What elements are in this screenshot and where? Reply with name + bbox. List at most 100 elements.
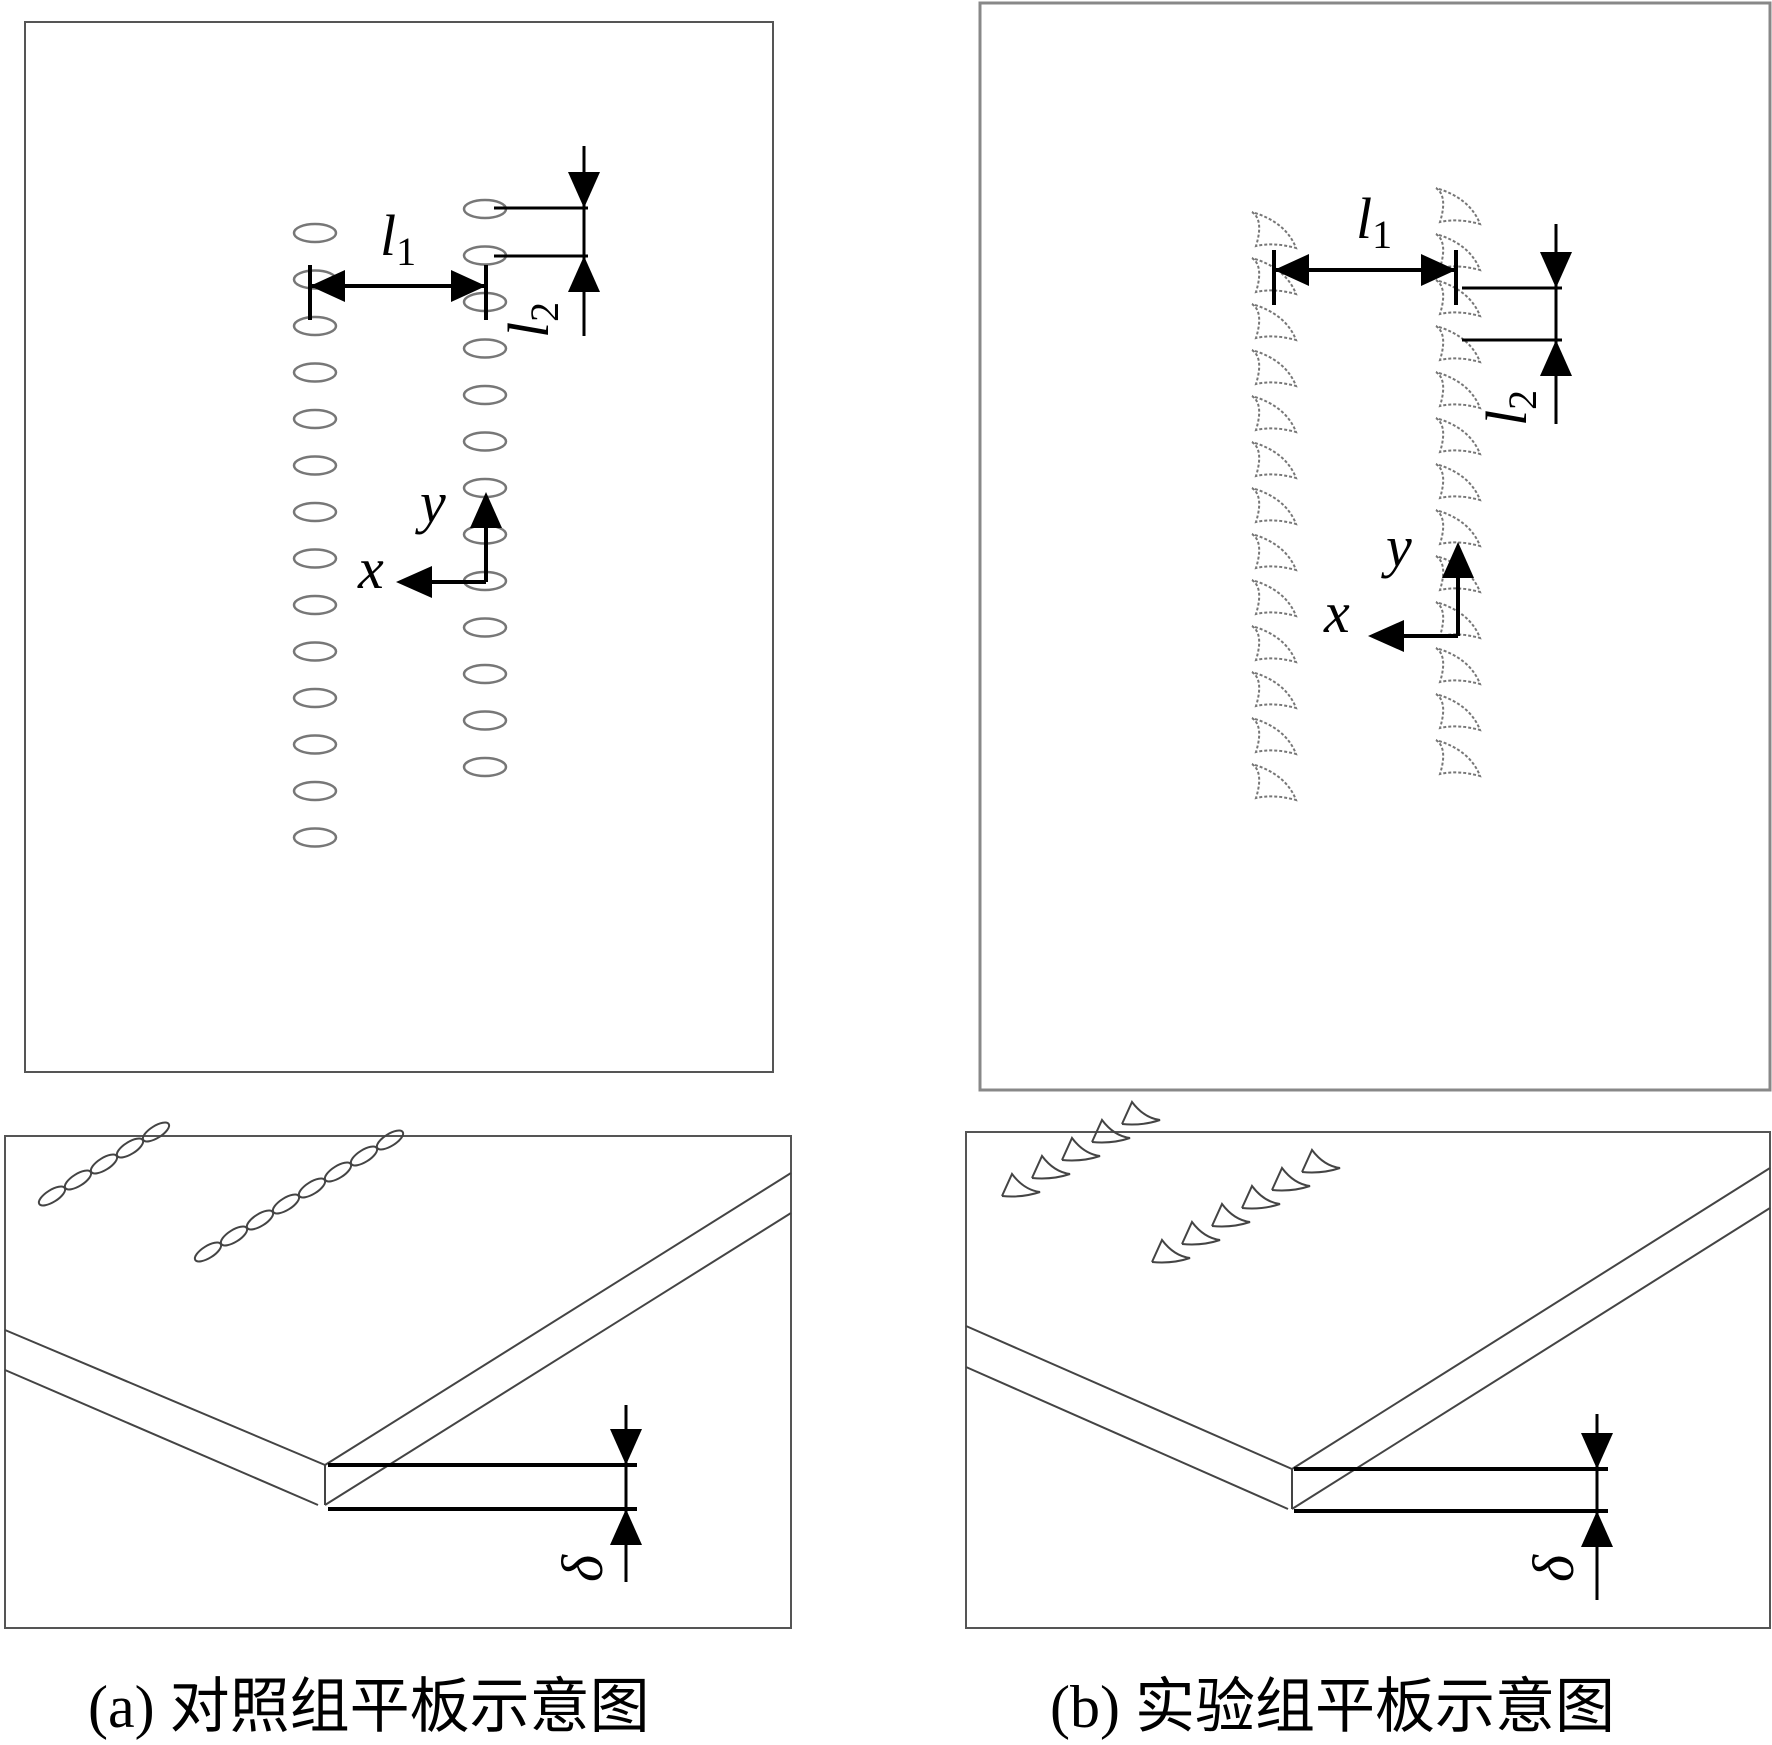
iso-vortex-generator-element [1241,1184,1281,1210]
panel-a-top-view: l1 l2 y x [24,21,774,1073]
iso-vortex-generator-element [1271,1166,1311,1192]
panel-a-x-label: x [357,536,384,601]
iso-ellipse-element [297,1177,327,1199]
iso-ellipse-element [375,1129,405,1151]
panel-a-l2-dimension [494,146,600,336]
ellipse-element [462,384,508,406]
panel-b-iso-frame [965,1131,1771,1629]
panel-b-isometric-view: δ [965,1100,1771,1629]
vortex-generator-element [1435,417,1482,456]
panel-b-y-label: y [1381,514,1412,579]
iso-ellipse-element [193,1241,223,1263]
iso-vortex-generator-element [1061,1136,1101,1162]
vortex-generator-element [1251,671,1298,710]
panel-b-top-view: l1 l2 y x [978,1,1772,1092]
ellipse-element [292,408,338,430]
iso-ellipse-element [89,1153,119,1175]
ellipse-element [292,222,338,244]
ellipse-element [292,315,338,337]
vortex-generator-element [1435,279,1482,318]
iso-vortex-generator-element [1301,1148,1341,1174]
panel-b-thickness-dimension [1294,1414,1613,1600]
vortex-generator-element [1251,625,1298,664]
panel-b-plate-edges [965,1167,1771,1510]
panel-b-caption: (b) 实验组平板示意图 [1050,1674,1615,1740]
ellipse-element [462,431,508,452]
vortex-generator-element [1435,647,1482,686]
vortex-generator-element [1435,187,1482,226]
panel-b-l1-dimension [1272,250,1458,305]
ellipse-element [292,641,338,662]
panel-a-delta-label: δ [550,1554,615,1582]
ellipse-element [462,710,508,731]
vortex-generator-element [1251,349,1298,388]
vortex-generator-element [1435,233,1482,272]
iso-vortex-generator-element [1151,1238,1191,1264]
iso-ellipse-element [245,1209,275,1231]
ellipse-element [292,734,338,755]
ellipse-element [462,338,508,359]
iso-vortex-generator-element [1001,1172,1041,1198]
vortex-generator-element [1251,763,1298,802]
panel-b-delta-label: δ [1521,1554,1586,1582]
panel-b-l2-label: l2 [1474,390,1545,426]
iso-ellipse-element [115,1137,145,1159]
vortex-generator-element [1251,717,1298,756]
panel-a-iso-ellipse-row-1 [37,1121,171,1207]
vortex-generator-element [1251,211,1298,250]
ellipse-element [292,548,338,569]
vortex-generator-element [1251,303,1298,342]
panel-a-iso-frame [4,1135,792,1629]
panel-b-l1-label: l1 [1356,186,1392,257]
vortex-generator-element [1251,395,1298,434]
ellipse-element [292,594,338,616]
ellipse-element [292,455,338,476]
panel-a-ellipse-column-left [292,222,338,848]
vortex-generator-element [1435,509,1482,548]
panel-b-iso-vortex-row-2 [1151,1148,1341,1264]
panel-a-l1-label: l1 [380,203,416,274]
panel-a-plate-outline [24,21,774,1073]
ellipse-element [292,362,338,383]
vortex-generator-element [1251,487,1298,526]
panel-b-plate-outline [978,1,1772,1092]
panel-a-caption: (a) 对照组平板示意图 [88,1674,650,1740]
panel-a-coordinate-axes [396,492,502,598]
iso-vortex-generator-element [1181,1220,1221,1246]
vortex-generator-element [1435,739,1482,778]
panel-a-plate-edges [4,1172,792,1506]
panel-a-l1-dimension [308,265,488,320]
iso-ellipse-element [63,1169,93,1191]
panel-b-x-label: x [1323,580,1350,645]
panel-a-iso-ellipse-row-2 [193,1129,405,1263]
panel-a-y-label: y [415,470,446,535]
iso-ellipse-element [323,1161,353,1183]
panel-a-thickness-dimension [328,1405,642,1582]
iso-ellipse-element [219,1225,249,1247]
ellipse-element [292,501,338,523]
iso-ellipse-element [141,1121,171,1143]
panel-b-coordinate-axes [1368,542,1474,652]
panel-a-isometric-view: δ [4,1121,792,1629]
panel-b-iso-vortex-row-1 [1001,1100,1161,1198]
vortex-generator-element [1435,325,1482,364]
vortex-generator-element [1251,579,1298,618]
iso-vortex-generator-element [1091,1118,1131,1144]
iso-ellipse-element [271,1193,301,1215]
panel-b-l2-dimension [1462,224,1572,424]
iso-vortex-generator-element [1121,1100,1161,1126]
iso-ellipse-element [37,1185,67,1207]
iso-vortex-generator-element [1211,1202,1251,1228]
vortex-generator-element [1435,371,1482,410]
panel-a-l2-label: l2 [496,302,567,338]
ellipse-element [462,617,508,638]
vortex-generator-element [1251,441,1298,480]
vortex-generator-element [1435,693,1482,732]
ellipse-element [462,663,508,685]
vortex-generator-element [1251,533,1298,572]
ellipse-element [292,827,338,848]
iso-vortex-generator-element [1031,1154,1071,1180]
ellipse-element [292,687,338,709]
iso-ellipse-element [349,1145,379,1167]
ellipse-element [462,756,508,778]
